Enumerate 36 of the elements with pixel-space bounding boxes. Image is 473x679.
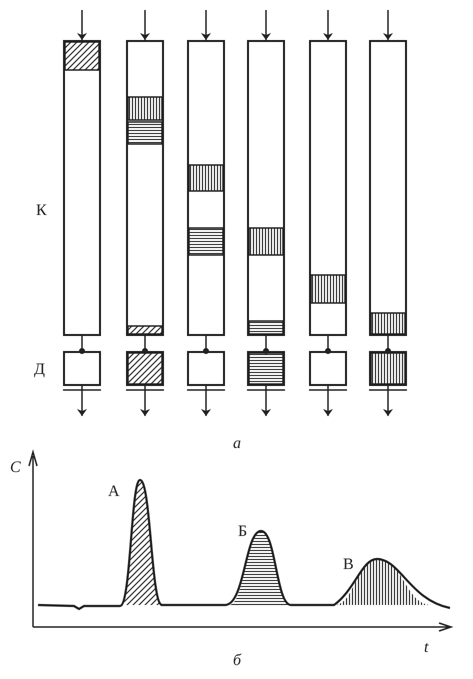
arrow <box>201 10 211 40</box>
connector-line <box>203 336 209 354</box>
arrow <box>383 10 393 40</box>
arrow <box>77 386 87 416</box>
connector-line <box>79 336 85 354</box>
arrow <box>323 10 333 40</box>
detector-box <box>187 351 225 386</box>
connector-line <box>142 336 148 354</box>
column-tube <box>309 40 347 336</box>
arrow <box>140 386 150 416</box>
axis-label: t <box>424 640 428 656</box>
peak-label: В <box>343 557 354 573</box>
connector-line <box>385 336 391 354</box>
panel-label: а <box>233 436 241 452</box>
column-tube <box>63 40 101 336</box>
column-tube <box>126 40 164 336</box>
peak-label: Б <box>238 524 248 540</box>
axis-label: С <box>10 460 21 476</box>
part-label: К <box>36 203 47 219</box>
connector-line <box>325 336 331 354</box>
column-tube <box>247 40 285 336</box>
arrow <box>77 10 87 40</box>
arrow <box>383 386 393 416</box>
arrow <box>261 10 271 40</box>
panel-label: б <box>233 653 242 669</box>
part-label: Д <box>34 362 45 378</box>
arrow <box>323 386 333 416</box>
column-tube <box>187 40 225 336</box>
detector-box <box>309 351 347 386</box>
detector-box <box>63 351 101 386</box>
arrow <box>140 10 150 40</box>
connector-line <box>263 336 269 354</box>
column-tube <box>369 40 407 336</box>
arrow <box>201 386 211 416</box>
arrow <box>261 386 271 416</box>
peak-label: А <box>108 484 120 500</box>
